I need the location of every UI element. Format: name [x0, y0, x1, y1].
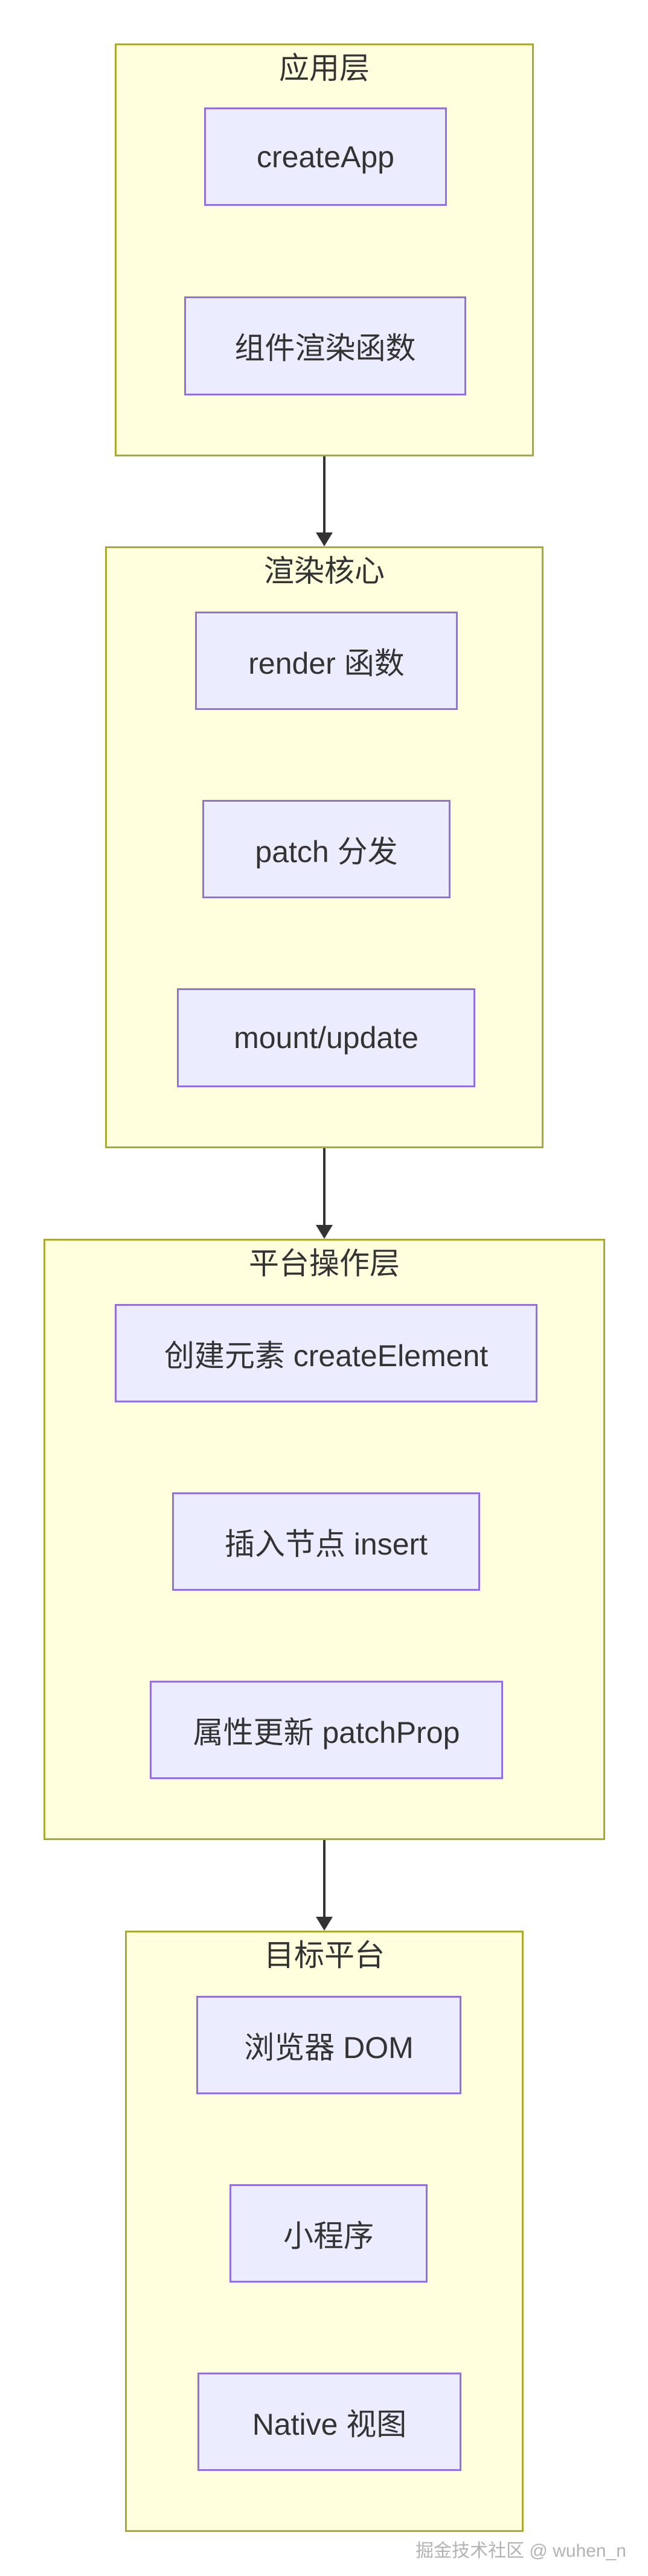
node-mini-program: 小程序 [229, 2184, 428, 2283]
subgraph-target-platform: 目标平台 浏览器 DOM 小程序 Native 视图 [125, 1931, 524, 2532]
arrowhead-icon [316, 1917, 333, 1931]
node-native-view: Native 视图 [197, 2373, 461, 2471]
subgraph-title: 渲染核心 [264, 554, 385, 588]
subgraph-platform-ops-layer: 平台操作层 创建元素 createElement 插入节点 insert 属性更… [43, 1239, 605, 1840]
watermark: 掘金技术社区 @ wuhen_n [415, 2541, 626, 2561]
arrow-platform-to-target [316, 1840, 333, 1931]
node-insert: 插入节点 insert [172, 1492, 480, 1591]
node-createapp: createApp [204, 107, 447, 206]
subgraph-title: 平台操作层 [249, 1247, 400, 1280]
node-mount-update: mount/update [177, 988, 475, 1087]
node-browser-dom: 浏览器 DOM [196, 1996, 461, 2094]
arrow-core-to-platform [316, 1148, 333, 1239]
node-component-render-fn: 组件渲染函数 [184, 296, 466, 395]
arrowhead-icon [316, 532, 333, 546]
node-create-element: 创建元素 createElement [115, 1304, 537, 1402]
arrowhead-icon [316, 1225, 333, 1239]
arrow-app-to-core [316, 456, 333, 546]
node-render-fn: render 函数 [195, 612, 458, 710]
subgraph-title: 应用层 [279, 51, 370, 85]
node-patchprop: 属性更新 patchProp [150, 1681, 503, 1779]
subgraph-render-core: 渲染核心 render 函数 patch 分发 mount/update [105, 546, 544, 1148]
subgraph-title: 目标平台 [264, 1938, 385, 1972]
subgraph-application-layer: 应用层 createApp 组件渲染函数 [115, 43, 534, 456]
node-patch-dispatch: patch 分发 [202, 800, 451, 898]
